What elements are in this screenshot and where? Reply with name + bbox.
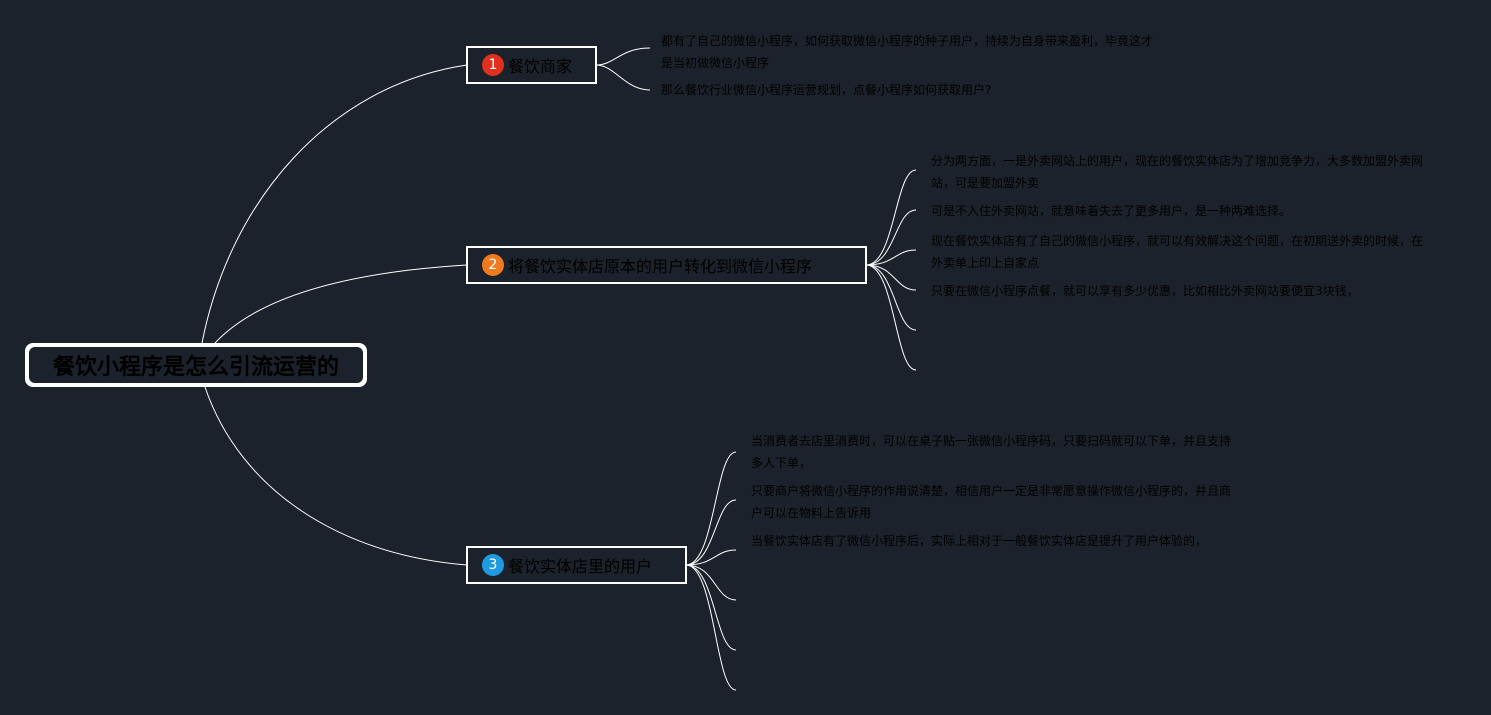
branch-label: 餐饮实体店里的用户 [508, 557, 653, 576]
link-b2-leaf-1 [865, 169, 917, 266]
link-b2-leaf-5 [865, 264, 917, 331]
branch-node-1[interactable]: 1 餐饮商家 [466, 46, 597, 84]
root-node[interactable]: 餐饮小程序是怎么引流运营的 [25, 343, 367, 387]
link-root-branch-3 [204, 386, 468, 566]
priority-3-icon: 3 [482, 554, 504, 576]
link-b3-leaf-4 [685, 564, 737, 601]
leaf-text[interactable]: 当消费者去店里消费时，可以在桌子贴一张微信小程序码，只要扫码就可以下单，并且支持… [751, 434, 1232, 470]
leaf-text[interactable]: 分为两方面，一是外卖网站上的用户，现在的餐饮实体店为了增加竞争力，大多数加盟外卖… [931, 154, 1424, 190]
leaf-text[interactable]: 当餐饮实体店有了微信小程序后，实际上相对于一般餐饮实体店是提升了用户体验的， [751, 534, 1208, 548]
link-b3-leaf-3 [685, 549, 737, 566]
branch-node-2[interactable]: 2 将餐饮实体店原本的用户转化到微信小程序 [466, 246, 867, 284]
link-b2-leaf-2 [865, 209, 917, 266]
leaf-text[interactable]: 可是不入住外卖网站，就意味着失去了更多用户，是一种两难选择。 [931, 204, 1292, 218]
link-b3-leaf-1 [685, 451, 737, 566]
link-b1-leaf-2 [595, 64, 651, 91]
priority-1-icon: 1 [482, 54, 504, 76]
branch-label: 将餐饮实体店原本的用户转化到微信小程序 [508, 257, 813, 276]
link-b1-leaf-1 [595, 47, 651, 66]
link-b3-leaf-2 [685, 499, 737, 566]
priority-2-icon: 2 [482, 254, 504, 276]
link-b2-leaf-4 [865, 264, 917, 291]
leaf-text[interactable]: 那么餐饮行业微信小程序运营规划，点餐小程序如何获取用户? [661, 83, 992, 97]
branch-label: 餐饮商家 [508, 57, 573, 76]
leaf-text[interactable]: 只要商户将微信小程序的作用说清楚，相信用户一定是非常愿意操作微信小程序的，并且商… [751, 484, 1232, 520]
link-b3-leaf-6 [685, 564, 737, 691]
link-b3-leaf-5 [685, 564, 737, 651]
root-label: 餐饮小程序是怎么引流运营的 [52, 355, 339, 380]
leaf-text[interactable]: 现在餐饮实体店有了自己的微信小程序，就可以有效解决这个问题，在初期送外卖的时候，… [931, 234, 1424, 270]
link-root-branch-1 [201, 64, 468, 344]
link-b2-leaf-6 [865, 264, 917, 371]
leaf-text[interactable]: 只要在微信小程序点餐，就可以享有多少优惠，比如相比外卖网站要便宜3块钱， [931, 284, 1359, 298]
link-b2-leaf-3 [865, 249, 917, 266]
leaf-text[interactable]: 都有了自己的微信小程序，如何获取微信小程序的种子用户，持续为自身带来盈利，毕竟这… [661, 34, 1154, 70]
link-root-branch-2 [214, 264, 468, 344]
branch-node-3[interactable]: 3 餐饮实体店里的用户 [466, 546, 687, 584]
